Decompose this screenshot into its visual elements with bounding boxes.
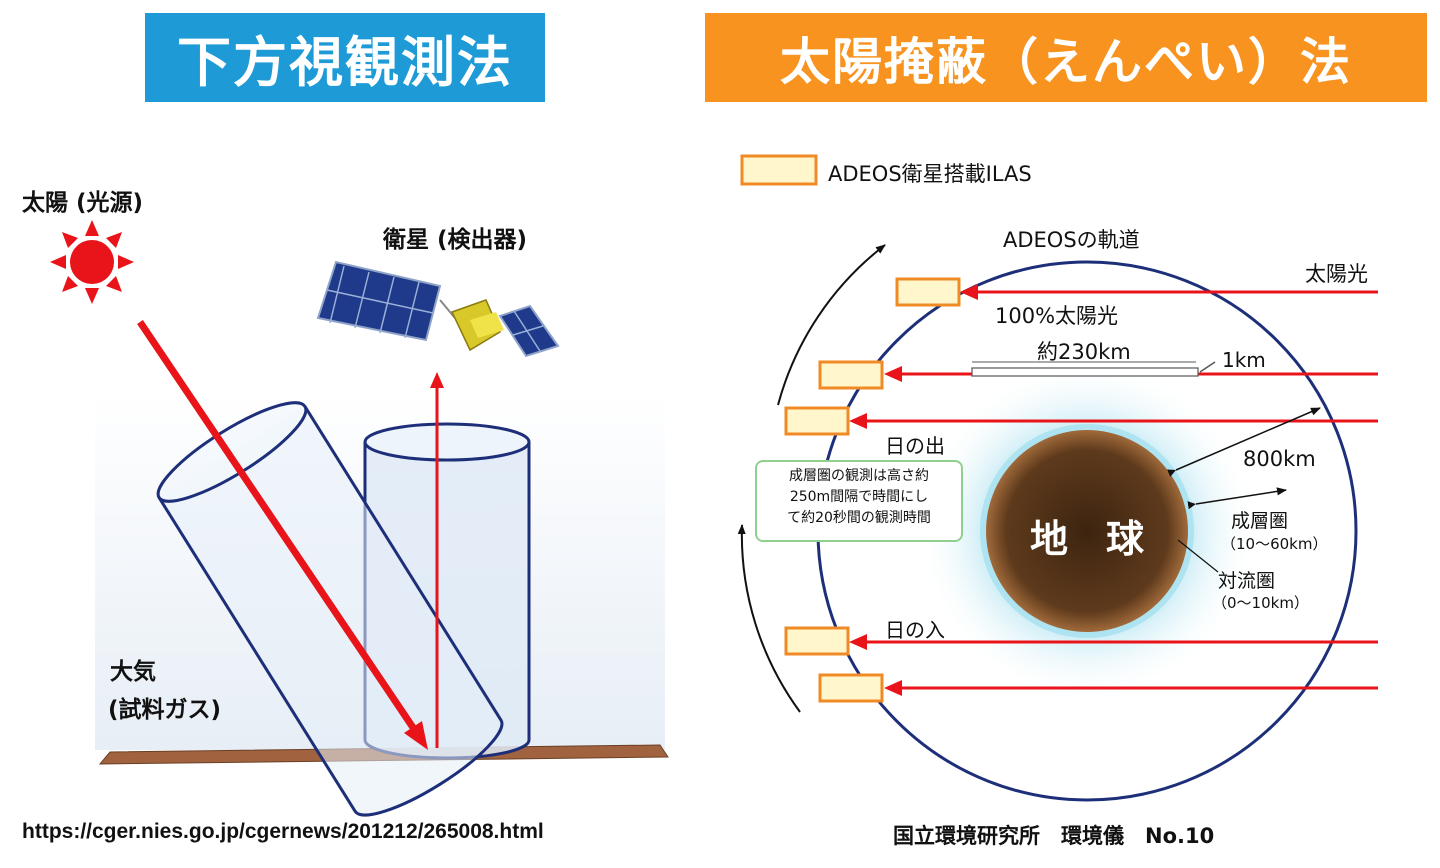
legend-swatch	[740, 154, 818, 186]
legend-label: ADEOS衛星搭載ILAS	[828, 162, 1032, 186]
altitude-800km-label: 800km	[1243, 447, 1316, 471]
note-line: て約20秒間の観測時間	[787, 510, 931, 526]
troposphere-label: 対流圏	[1218, 570, 1276, 592]
satellite-position-sunrise-2	[784, 406, 850, 436]
satellite-icon	[316, 260, 560, 358]
satellite-label: 衛星 (検出器)	[383, 227, 528, 253]
troposphere-pointer	[1177, 539, 1219, 573]
credit-text: 国立環境研究所 環境儀 No.10	[893, 824, 1215, 848]
atmosphere-label: 大気	[110, 659, 156, 685]
stratosphere-label: 成層圏	[1231, 510, 1289, 532]
satellite-position-sunset-2	[818, 673, 884, 703]
orbit-label: ADEOSの軌道	[1003, 228, 1140, 252]
title-banner-solar-occultation: 太陽掩蔽（えんぺい）法	[705, 13, 1427, 102]
troposphere-range-label: （0〜10km）	[1212, 594, 1309, 612]
distance-230km-label: 約230km	[1037, 340, 1131, 364]
satellite-position-sunset-1	[784, 626, 850, 656]
altitude-800km-arrow	[1167, 407, 1321, 477]
satellite-position-sunrise-1	[818, 360, 884, 390]
sun-label: 太陽 (光源)	[22, 190, 144, 216]
incoming-sunlight-ray	[137, 320, 421, 737]
sunlight-label: 太陽光	[1305, 262, 1368, 286]
earth-globe	[986, 430, 1188, 632]
note-line: 成層圏の観測は高さ約	[789, 468, 929, 484]
stratosphere-thickness-arrow	[1187, 487, 1287, 510]
stratosphere-range-label: （10〜60km）	[1221, 535, 1328, 553]
distance-1km-label: 1km	[1222, 348, 1266, 372]
sunrise-label: 日の出	[885, 434, 945, 458]
sun-icon	[50, 220, 134, 304]
observation-note-box: 成層圏の観測は高さ約 250m間隔で時間にし て約20秒間の観測時間	[755, 460, 963, 542]
title-banner-downward-observation: 下方視観測法	[145, 13, 545, 102]
orbit-direction-arrow-lower	[737, 524, 801, 713]
source-url: https://cger.nies.go.jp/cgernews/201212/…	[22, 820, 544, 843]
full-sunlight-label: 100%太陽光	[995, 304, 1119, 328]
note-line: 250m間隔で時間にし	[789, 489, 929, 505]
satellite-position-full-sun	[895, 277, 961, 307]
earth-label: 地 球	[1030, 517, 1145, 561]
orbit-direction-arrow-upper	[777, 244, 886, 406]
sample-gas-label: (試料ガス)	[108, 697, 222, 723]
sunset-label: 日の入	[885, 618, 945, 642]
path-length-bar	[971, 367, 1199, 377]
